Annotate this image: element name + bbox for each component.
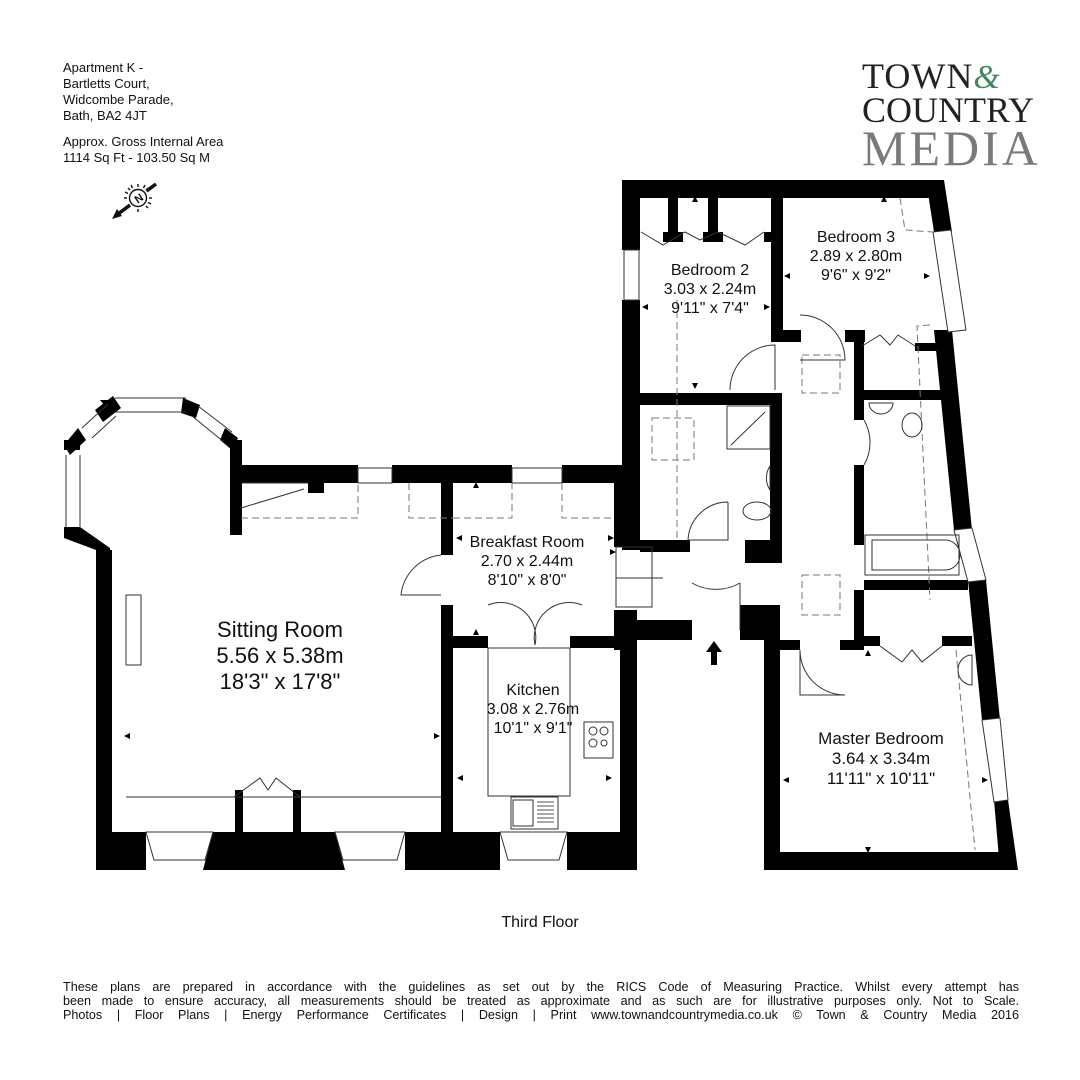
room-name: Bedroom 3 xyxy=(816,229,896,246)
door-swings xyxy=(233,231,943,798)
room-bedroom-2: Bedroom 2 3.03 x 2.24m 9'11" x 7'4" xyxy=(640,262,780,319)
room-name: Breakfast Room xyxy=(469,534,585,551)
address-line: Bath, BA2 4JT xyxy=(63,108,147,123)
entrance-arrow-icon xyxy=(706,641,722,665)
logo-country: COUNTRY xyxy=(862,90,1035,130)
floor-plan xyxy=(64,180,1018,870)
disclaimer-line-3: Photos | Floor Plans | Energy Performanc… xyxy=(63,1008,1019,1022)
logo-ampersand: & xyxy=(973,59,1001,96)
address-line: Apartment K - xyxy=(63,60,144,75)
room-name: Kitchen xyxy=(506,682,560,699)
room-kitchen: Kitchen 3.08 x 2.76m 10'1" x 9'1" xyxy=(463,682,603,739)
room-metric: 3.64 x 3.34m xyxy=(831,749,931,769)
gross-internal-area: Approx. Gross Internal Area 1114 Sq Ft -… xyxy=(63,134,223,166)
address-line: Widcombe Parade, xyxy=(63,92,174,107)
area-label: Approx. Gross Internal Area xyxy=(63,134,224,149)
room-imperial: 8'10" x 8'0" xyxy=(487,571,567,589)
address-line: Bartletts Court, xyxy=(63,76,150,91)
measurement-markers xyxy=(124,196,988,853)
room-metric: 3.08 x 2.76m xyxy=(486,700,580,718)
fixtures xyxy=(125,402,973,861)
room-metric: 3.03 x 2.24m xyxy=(663,280,757,298)
disclaimer-line-1: These plans are prepared in accordance w… xyxy=(63,980,1019,994)
room-imperial: 10'1" x 9'1" xyxy=(493,719,573,737)
room-metric: 2.70 x 2.44m xyxy=(480,552,574,570)
windows xyxy=(357,229,1009,803)
logo-town: TOWN xyxy=(862,56,974,96)
area-value: 1114 Sq Ft - 103.50 Sq M xyxy=(63,150,210,165)
room-bedroom-3: Bedroom 3 2.89 x 2.80m 9'6" x 9'2" xyxy=(786,229,926,286)
room-master-bedroom: Master Bedroom 3.64 x 3.34m 11'11" x 10'… xyxy=(796,729,966,789)
room-metric: 5.56 x 5.38m xyxy=(216,642,344,668)
room-imperial: 9'6" x 9'2" xyxy=(821,266,891,284)
dashed-lines xyxy=(241,197,976,851)
room-imperial: 18'3" x 17'8" xyxy=(219,668,341,694)
logo-media: MEDIA xyxy=(862,120,1041,176)
room-imperial: 9'11" x 7'4" xyxy=(671,299,749,317)
disclaimer-line-2: been made to ensure accuracy, all measur… xyxy=(63,994,1019,1008)
property-address: Apartment K - Bartletts Court, Widcombe … xyxy=(63,60,174,124)
north-compass-icon: N xyxy=(112,182,158,219)
room-name: Bedroom 2 xyxy=(670,262,750,279)
floor-label: Third Floor xyxy=(501,914,579,931)
room-breakfast-room: Breakfast Room 2.70 x 2.44m 8'10" x 8'0" xyxy=(452,534,602,591)
walls xyxy=(64,180,1018,870)
room-name: Master Bedroom xyxy=(818,729,944,748)
company-logo: TOWN& COUNTRY MEDIA xyxy=(862,58,1041,176)
disclaimer: These plans are prepared in accordance w… xyxy=(63,980,1019,1022)
room-metric: 2.89 x 2.80m xyxy=(809,247,903,265)
room-sitting-room: Sitting Room 5.56 x 5.38m 18'3" x 17'8" xyxy=(160,617,400,695)
room-imperial: 11'11" x 10'11" xyxy=(826,769,936,789)
bay-window xyxy=(65,397,233,527)
room-name: Sitting Room xyxy=(217,617,343,642)
